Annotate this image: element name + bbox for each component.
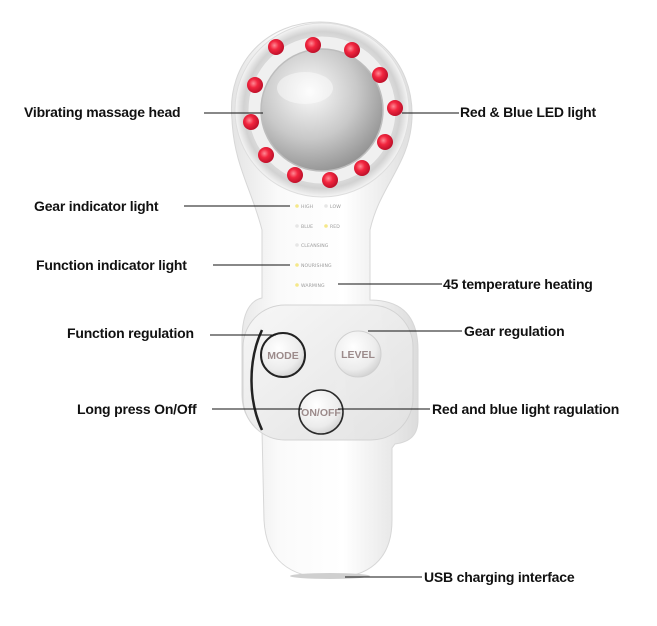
- callout-temperature: 45 temperature heating: [443, 276, 593, 292]
- indicator-blue-label: BLUE: [301, 224, 313, 230]
- led-light: [372, 67, 388, 83]
- usb-port: [290, 573, 370, 579]
- led-light: [287, 167, 303, 183]
- indicator-dot: [295, 224, 299, 228]
- callout-led-light: Red & Blue LED light: [460, 104, 597, 120]
- led-light: [322, 172, 338, 188]
- indicator-dot: [295, 204, 299, 208]
- callout-gear-regulation: Gear regulation: [464, 323, 565, 339]
- led-light: [387, 100, 403, 116]
- callout-function-regulation: Function regulation: [67, 325, 194, 341]
- leader-lines: [184, 112, 462, 578]
- indicator-dot: [295, 263, 299, 267]
- callout-massage-head: Vibrating massage head: [24, 104, 181, 120]
- onoff-button[interactable]: ON/OFF: [298, 389, 344, 435]
- indicator-dot: [295, 243, 299, 247]
- callout-usb: USB charging interface: [424, 569, 575, 585]
- led-light: [247, 77, 263, 93]
- indicator-warming-label: WARMING: [301, 283, 325, 289]
- indicator-dot: [324, 204, 328, 208]
- level-button[interactable]: LEVEL: [334, 330, 382, 378]
- callout-function-indicator: Function indicator light: [36, 257, 187, 273]
- callout-onoff: Long press On/Off: [77, 401, 197, 417]
- led-lights: [243, 37, 403, 188]
- indicator-nourishing-label: NOURISHING: [301, 263, 332, 269]
- mode-button[interactable]: MODE: [260, 332, 306, 378]
- indicator-low-label: LOW: [330, 204, 341, 210]
- led-light: [243, 114, 259, 130]
- indicator-cleansing-label: CLEANSING: [301, 243, 329, 249]
- led-light: [344, 42, 360, 58]
- led-light: [268, 39, 284, 55]
- indicator-dot: [324, 224, 328, 228]
- indicator-dot: [295, 283, 299, 287]
- mode-button-label: MODE: [267, 350, 299, 362]
- onoff-button-label: ON/OFF: [301, 407, 341, 419]
- indicator-red-label: RED: [330, 224, 340, 230]
- callout-light-regulation: Red and blue light ragulation: [432, 401, 620, 417]
- led-light: [377, 134, 393, 150]
- massage-head: [260, 48, 384, 172]
- led-light: [305, 37, 321, 53]
- led-light: [354, 160, 370, 176]
- led-light: [258, 147, 274, 163]
- indicator-high-label: HIGH: [301, 204, 313, 210]
- level-button-label: LEVEL: [341, 349, 375, 361]
- indicator-panel: HIGH LOW BLUE RED CLEANSING NOURISHING W…: [295, 204, 341, 289]
- callout-gear-indicator: Gear indicator light: [34, 198, 159, 214]
